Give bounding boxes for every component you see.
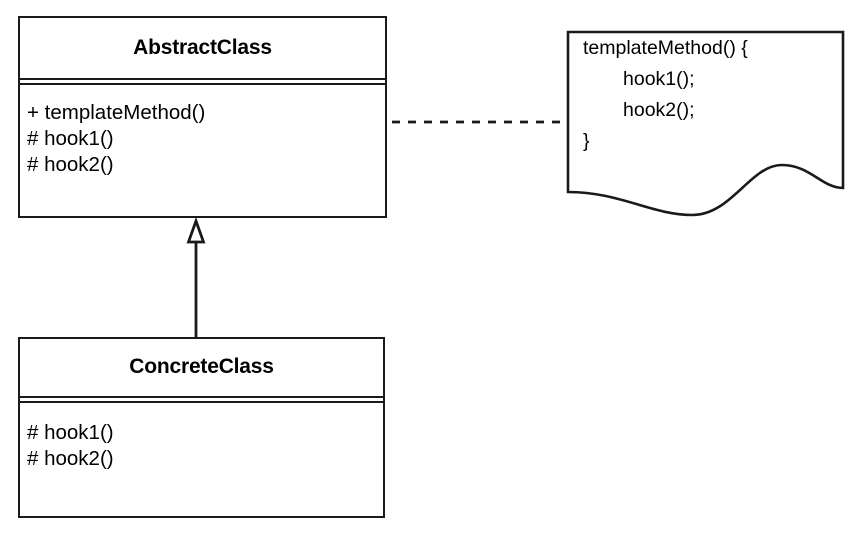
class-name-abstractclass: AbstractClass xyxy=(133,36,272,59)
member-hook1: # hook1() xyxy=(27,127,114,150)
member-hook2: # hook2() xyxy=(27,447,114,470)
hollow-triangle-arrowhead xyxy=(186,216,206,244)
class-box-abstractclass[interactable]: AbstractClass + templateMethod() # hook1… xyxy=(18,16,387,218)
note-line-hook2-call: hook2(); xyxy=(623,99,695,121)
member-hook2: # hook2() xyxy=(27,153,114,176)
member-hook1: # hook1() xyxy=(27,421,114,444)
note-outline xyxy=(566,30,845,217)
note-body: templateMethod() { hook1(); hook2(); } xyxy=(583,33,838,157)
generalization-connector xyxy=(186,216,206,337)
members-compartment-concreteclass: # hook1() # hook2() xyxy=(20,403,383,472)
class-box-concreteclass[interactable]: ConcreteClass # hook1() # hook2() xyxy=(18,337,385,518)
compartment-separator xyxy=(20,78,385,85)
members-compartment-abstractclass: + templateMethod() # hook1() # hook2() xyxy=(20,85,385,178)
class-name-concreteclass: ConcreteClass xyxy=(129,355,274,378)
note-line-closing-brace: } xyxy=(583,130,590,152)
compartment-separator xyxy=(20,396,383,403)
member-template-method: + templateMethod() xyxy=(27,101,206,124)
note-line-signature: templateMethod() { xyxy=(583,37,748,59)
note-shape xyxy=(566,30,845,217)
note-line-hook1-call: hook1(); xyxy=(623,68,695,90)
